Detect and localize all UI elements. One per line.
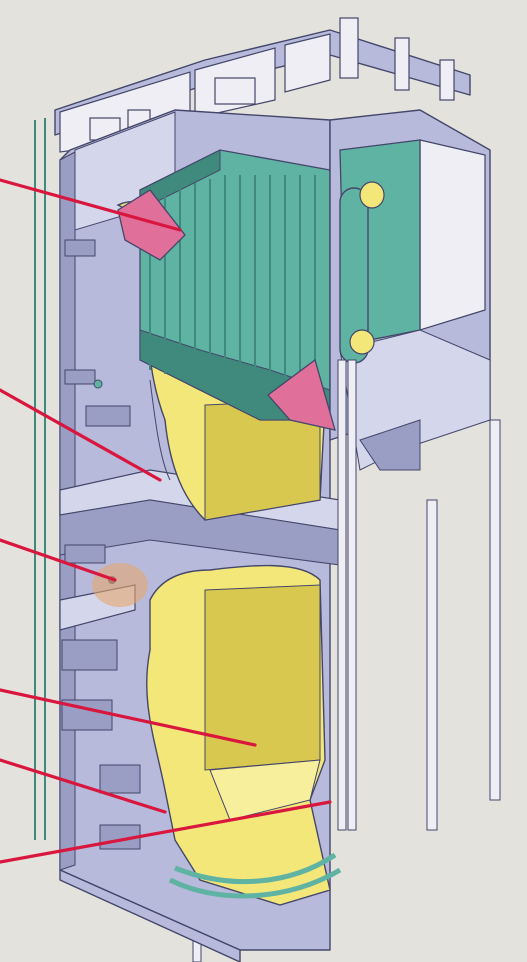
- callout-leader-2: [0, 388, 162, 482]
- support-columns: [192, 359, 501, 962]
- right-heat-exchanger: [329, 109, 491, 471]
- bottom-hopper: [59, 852, 342, 962]
- callout-leaders: [0, 178, 332, 864]
- burner-glow: [92, 563, 148, 607]
- lower-refractory: [146, 564, 331, 906]
- callout-leader-3: [0, 538, 117, 582]
- pink-baffles: [117, 189, 336, 431]
- callout-leader-4: [0, 688, 257, 747]
- callout-leader-6: [0, 800, 332, 864]
- callout-leader-5: [0, 758, 167, 814]
- callout-leader-1: [0, 178, 182, 232]
